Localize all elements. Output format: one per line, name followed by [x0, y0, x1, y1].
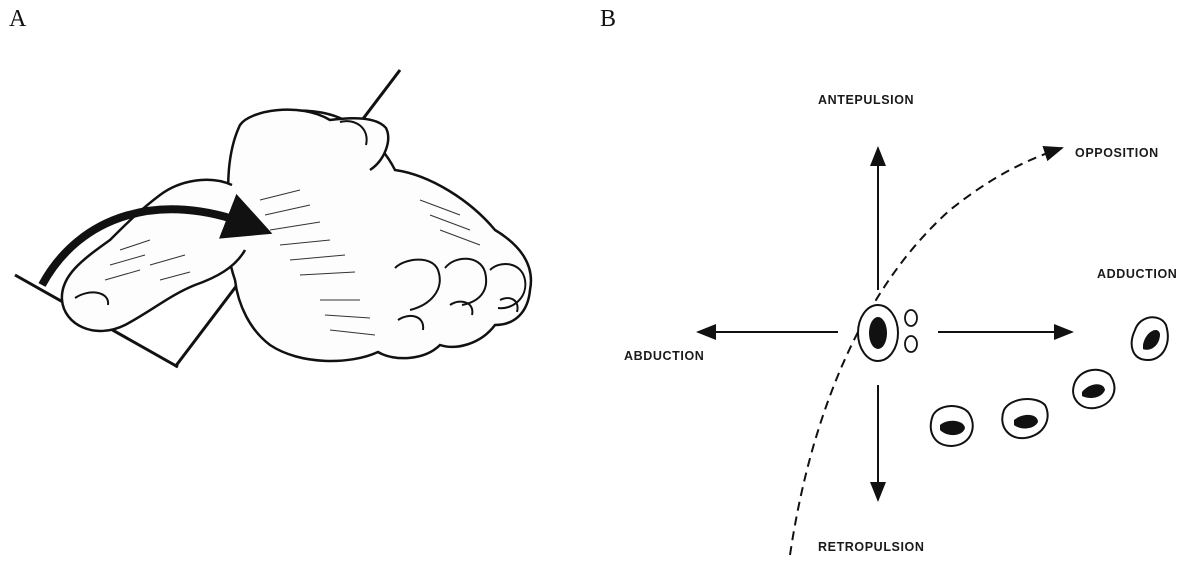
sesamoid-bones — [905, 310, 917, 352]
thumb-cross-section — [858, 305, 898, 361]
finger-section-3 — [1073, 370, 1114, 408]
retropulsion-label: RETROPULSION — [818, 540, 925, 554]
abduction-label: ABDUCTION — [624, 349, 704, 363]
finger-section-1 — [931, 406, 973, 446]
opposition-dashed-arc — [790, 148, 1062, 555]
antepulsion-label: ANTEPULSION — [818, 93, 914, 107]
finger-section-4 — [1132, 317, 1168, 360]
adduction-label: ADDUCTION — [1097, 267, 1177, 281]
finger-section-2 — [1002, 399, 1047, 438]
finger-cross-sections — [931, 317, 1168, 446]
opposition-label: OPPOSITION — [1075, 146, 1159, 160]
